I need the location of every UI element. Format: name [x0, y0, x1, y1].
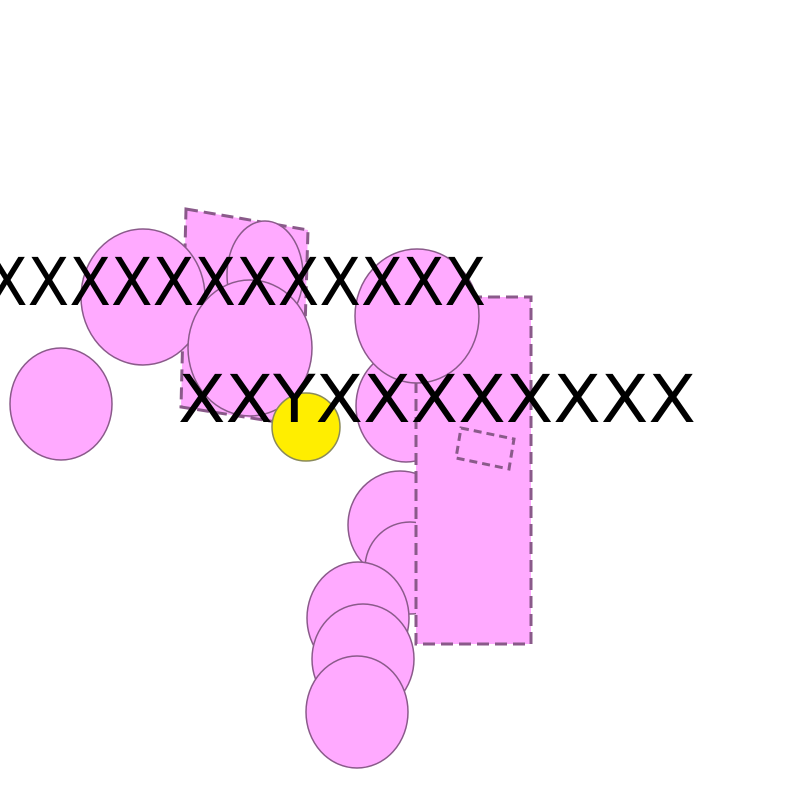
circle-upper-left: [80, 228, 206, 366]
text-row-2: XXYXXXXXXXX: [178, 361, 696, 438]
small-dashed-rectangle: [454, 426, 516, 471]
circle-center: [187, 279, 313, 417]
circle-left: [9, 347, 113, 461]
circle-upper-right: [354, 248, 480, 384]
circle-stack-5: [305, 655, 409, 769]
text-row-1: XXXXXXXXXXXX: [0, 244, 486, 321]
yellow-circle: [271, 392, 341, 462]
